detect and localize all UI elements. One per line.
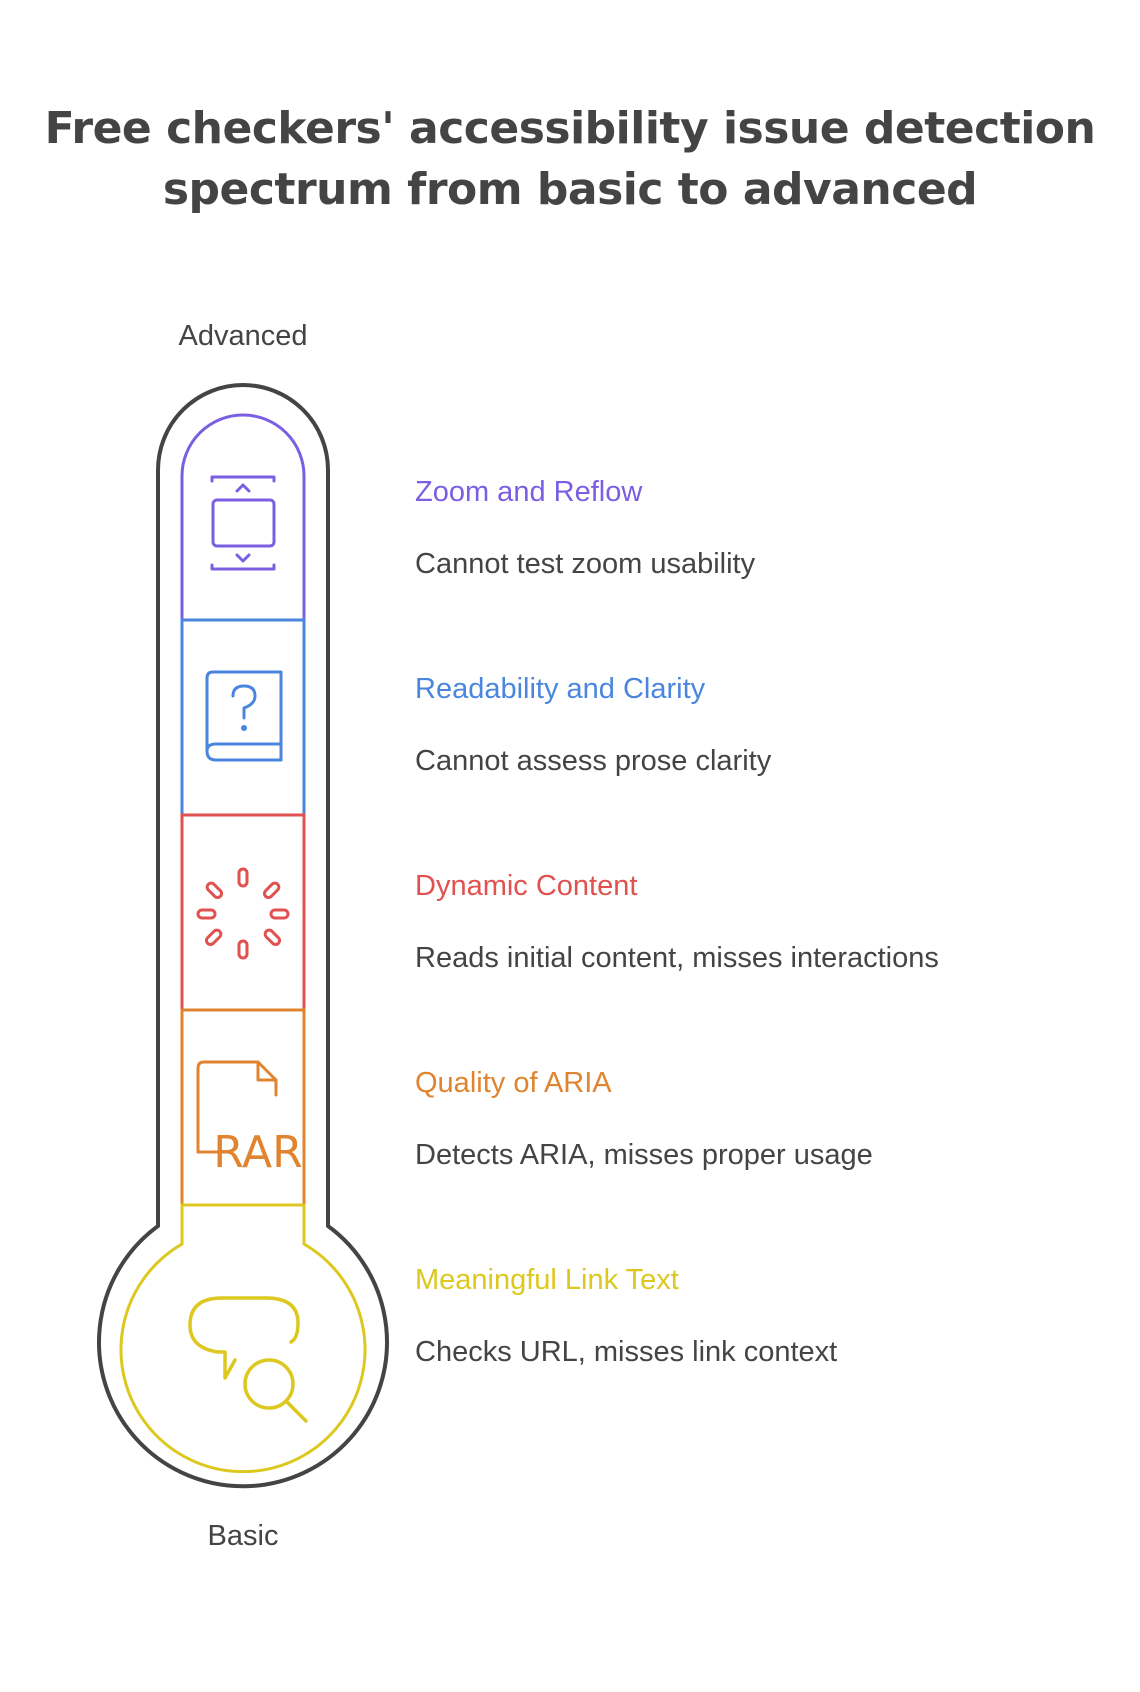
item-title: Meaningful Link Text xyxy=(415,1264,679,1296)
item-description: Checks URL, misses link context xyxy=(415,1336,838,1368)
segment-dynamic-content xyxy=(180,813,306,1012)
question-book-icon xyxy=(205,670,283,762)
label-basic: Basic xyxy=(207,1520,279,1552)
item-description: Detects ARIA, misses proper usage xyxy=(415,1139,873,1171)
item-title: Quality of ARIA xyxy=(415,1067,612,1099)
chat-search-icon xyxy=(188,1296,308,1423)
item-description: Cannot test zoom usability xyxy=(415,548,756,580)
item-description: Reads initial content, misses interactio… xyxy=(415,942,939,974)
item-description: Cannot assess prose clarity xyxy=(415,745,772,777)
segment-link-text xyxy=(119,1203,367,1474)
item-title: Readability and Clarity xyxy=(415,673,706,705)
page-title: Free checkers' accessibility issue detec… xyxy=(40,98,1100,220)
item-title: Zoom and Reflow xyxy=(415,476,643,508)
item-title: Dynamic Content xyxy=(415,870,638,902)
rar-file-icon: RAR xyxy=(196,1060,303,1178)
rar-icon-label: RAR xyxy=(213,1127,302,1178)
item-3: Quality of ARIA Detects ARIA, misses prop… xyxy=(415,1065,1115,1173)
title-line-1: Free checkers' accessibility issue detec… xyxy=(44,103,1096,154)
thermometer-outline xyxy=(97,383,389,1489)
zoom-reflow-icon xyxy=(210,475,276,571)
segment-zoom-reflow xyxy=(180,413,306,622)
title-line-2: spectrum from basic to advanced xyxy=(162,164,978,215)
loading-spinner-icon xyxy=(196,867,290,960)
label-advanced: Advanced xyxy=(178,320,308,352)
